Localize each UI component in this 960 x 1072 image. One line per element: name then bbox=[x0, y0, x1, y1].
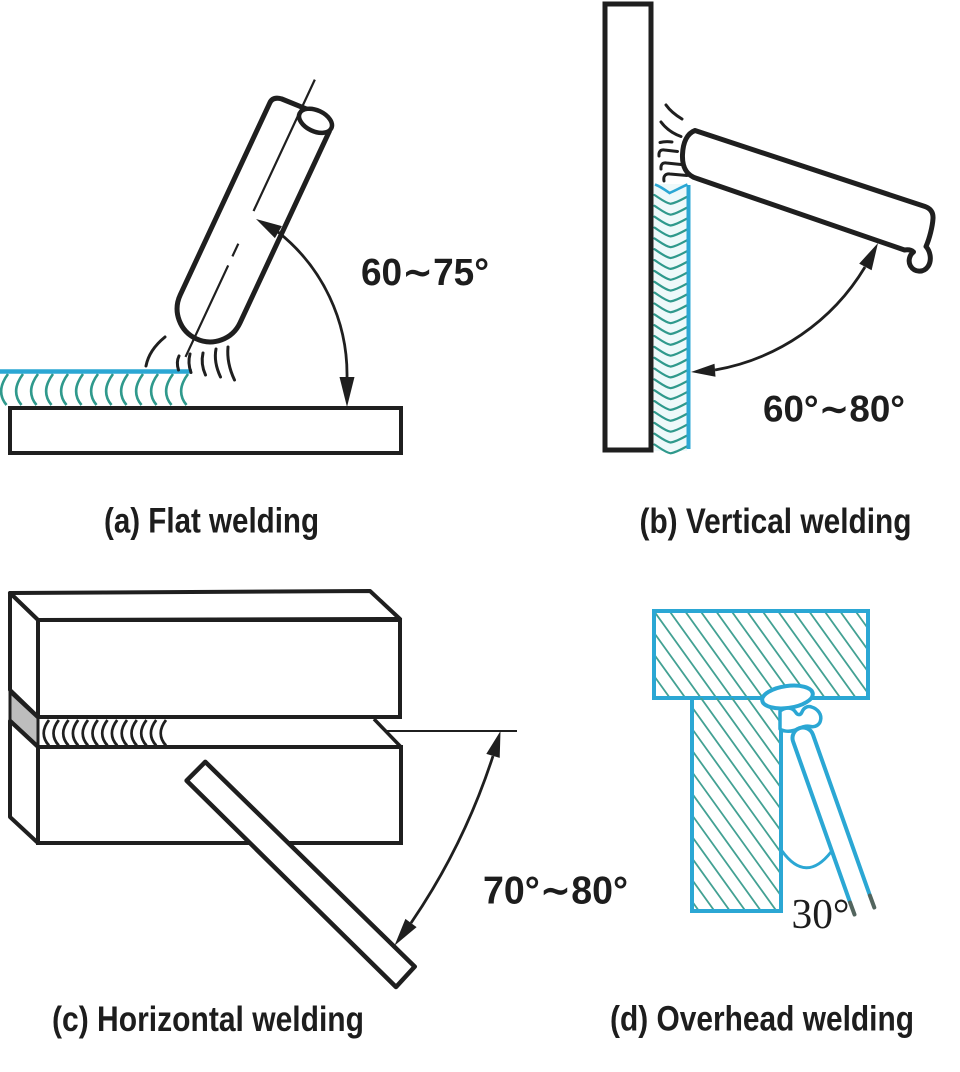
weld-bead-ripples bbox=[0, 373, 190, 406]
angle-arc bbox=[277, 230, 349, 379]
angle-arrowhead-left bbox=[691, 363, 716, 377]
upper-block-top-face bbox=[8, 589, 402, 622]
electrode-rod-horizontal bbox=[184, 759, 417, 990]
caption-horizontal: (c) Horizontal welding bbox=[52, 1000, 364, 1039]
stem-hatching bbox=[694, 698, 779, 909]
upper-block-front-face bbox=[36, 618, 402, 719]
angle-arrowhead-lower bbox=[339, 377, 355, 407]
electrode-centerline bbox=[184, 79, 316, 358]
angle-arc-vertical bbox=[714, 266, 867, 372]
panel-flat-welding-drawing: 60∼75° (a) Flat welding bbox=[0, 79, 489, 541]
workpiece-plate bbox=[8, 406, 403, 455]
angle-arc-horizontal bbox=[409, 755, 495, 924]
overhead-stem bbox=[690, 696, 783, 913]
caption-flat: (a) Flat welding bbox=[104, 502, 319, 541]
weld-bead-top-ripple bbox=[654, 183, 689, 195]
angle-value-overhead: 30° bbox=[792, 892, 850, 938]
angle-arrowhead-upper bbox=[256, 219, 282, 239]
angle-arrowhead-right bbox=[859, 243, 878, 271]
caption-overhead: (d) Overhead welding bbox=[610, 1000, 914, 1039]
electrode-body bbox=[174, 95, 332, 345]
angle-arrowhead-top bbox=[486, 731, 501, 758]
arc-sparks bbox=[144, 335, 236, 382]
panel-overhead-welding-drawing: 30° (d) Overhead welding bbox=[610, 609, 914, 1039]
seam-end-edge bbox=[372, 717, 403, 749]
panel-vertical-welding-drawing: 60°∼80° (b) Vertical welding bbox=[602, 1, 936, 541]
angle-value-flat: 60∼75° bbox=[361, 252, 489, 294]
electrode-tip-ends bbox=[848, 893, 877, 917]
weld-seam-ripples bbox=[42, 719, 168, 747]
weld-bead-ripples-vertical bbox=[653, 193, 689, 455]
electrode-rod-vertical bbox=[679, 128, 936, 274]
electrode-rod-overhead bbox=[790, 725, 872, 904]
angle-value-vertical: 60°∼80° bbox=[763, 389, 905, 430]
electrode-rod bbox=[174, 79, 335, 358]
caption-vertical: (b) Vertical welding bbox=[640, 502, 912, 541]
angle-arrowhead-bottom bbox=[394, 918, 417, 946]
workpiece-plate-vertical bbox=[602, 1, 654, 453]
angle-value-horizontal: 70°∼80° bbox=[483, 870, 628, 913]
arc-sparks-vertical bbox=[657, 103, 689, 183]
panel-horizontal-welding-drawing: 70°∼80° (c) Horizontal welding bbox=[8, 589, 628, 1039]
angle-arc-overhead bbox=[780, 850, 833, 870]
